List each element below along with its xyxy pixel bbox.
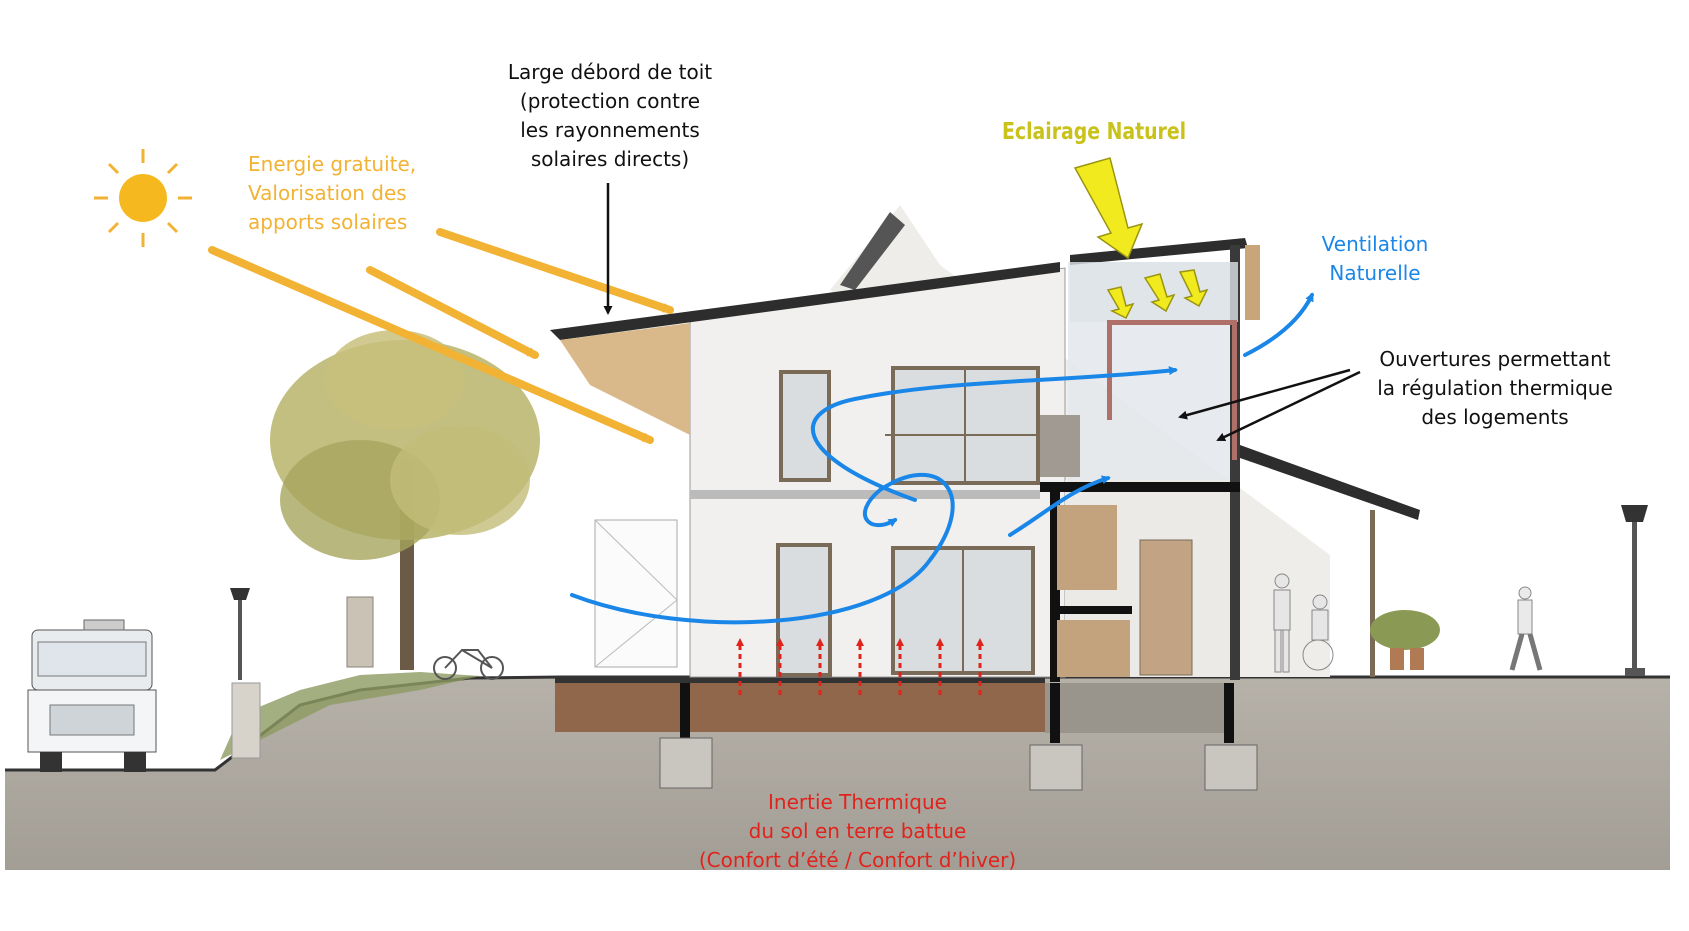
openings-label: Ouvertures permettant la régulation ther…	[1360, 345, 1630, 432]
roof-overhang-line-3: les rayonnements	[520, 118, 700, 142]
thermal-inertia-line-1: Inertie Thermique	[768, 790, 947, 814]
grass-slope	[220, 672, 480, 760]
natural-ventilation-label: Ventilation Naturelle	[1300, 230, 1450, 288]
natural-ventilation-line-1: Ventilation	[1321, 232, 1429, 256]
solar-energy-line-3: apports solaires	[248, 210, 408, 234]
solar-energy-line-2: Valorisation des	[248, 181, 407, 205]
house-section	[550, 205, 1420, 791]
stone-wall	[231, 682, 261, 759]
bicycle-icon	[433, 648, 504, 680]
solar-energy-label: Energie gratuite, Valorisation des appor…	[248, 150, 416, 237]
thermal-inertia-line-3: (Confort d’été / Confort d’hiver)	[698, 848, 1017, 872]
roof-overhang-line-2: (protection contre	[519, 89, 701, 113]
sun-icon	[94, 149, 192, 247]
openings-line-1: Ouvertures permettant	[1379, 347, 1611, 371]
roof-overhang-line-4: solaires directs)	[530, 147, 690, 171]
ground-soil	[5, 677, 1670, 870]
plant-icon	[1370, 610, 1440, 670]
street-lamp-icon	[1621, 505, 1648, 676]
footing	[659, 737, 713, 789]
wheelchair-user-icon	[1302, 594, 1334, 671]
thermal-inertia-label: Inertie Thermique du sol en terre battue…	[685, 788, 1030, 875]
walking-person-icon	[1509, 586, 1543, 671]
person-icon	[1273, 573, 1291, 673]
street-lamp-icon	[230, 588, 250, 680]
truck-icon	[27, 619, 157, 772]
tree-icon	[270, 330, 540, 670]
staircase	[1057, 505, 1130, 677]
door	[1139, 539, 1193, 676]
openings-line-3: des logements	[1421, 405, 1569, 429]
natural-ventilation-line-2: Naturelle	[1329, 261, 1421, 285]
roof-overhang-label: Large débord de toit (protection contre …	[500, 58, 720, 174]
natural-light-label: Eclairage Naturel	[1002, 119, 1187, 145]
openings-line-2: la régulation thermique	[1377, 376, 1613, 400]
stone-pillar	[346, 596, 374, 668]
ventilation-arrows	[570, 292, 1314, 625]
annotation-arrows	[603, 183, 1361, 442]
thermal-inertia-line-2: du sol en terre battue	[748, 819, 967, 843]
footing	[1029, 744, 1083, 791]
roof-overhang-line-1: Large débord de toit	[507, 60, 713, 84]
light-arrows	[1073, 157, 1209, 320]
solar-arrows	[208, 228, 674, 444]
footing	[1204, 744, 1258, 791]
solar-energy-line-1: Energie gratuite,	[248, 152, 417, 176]
